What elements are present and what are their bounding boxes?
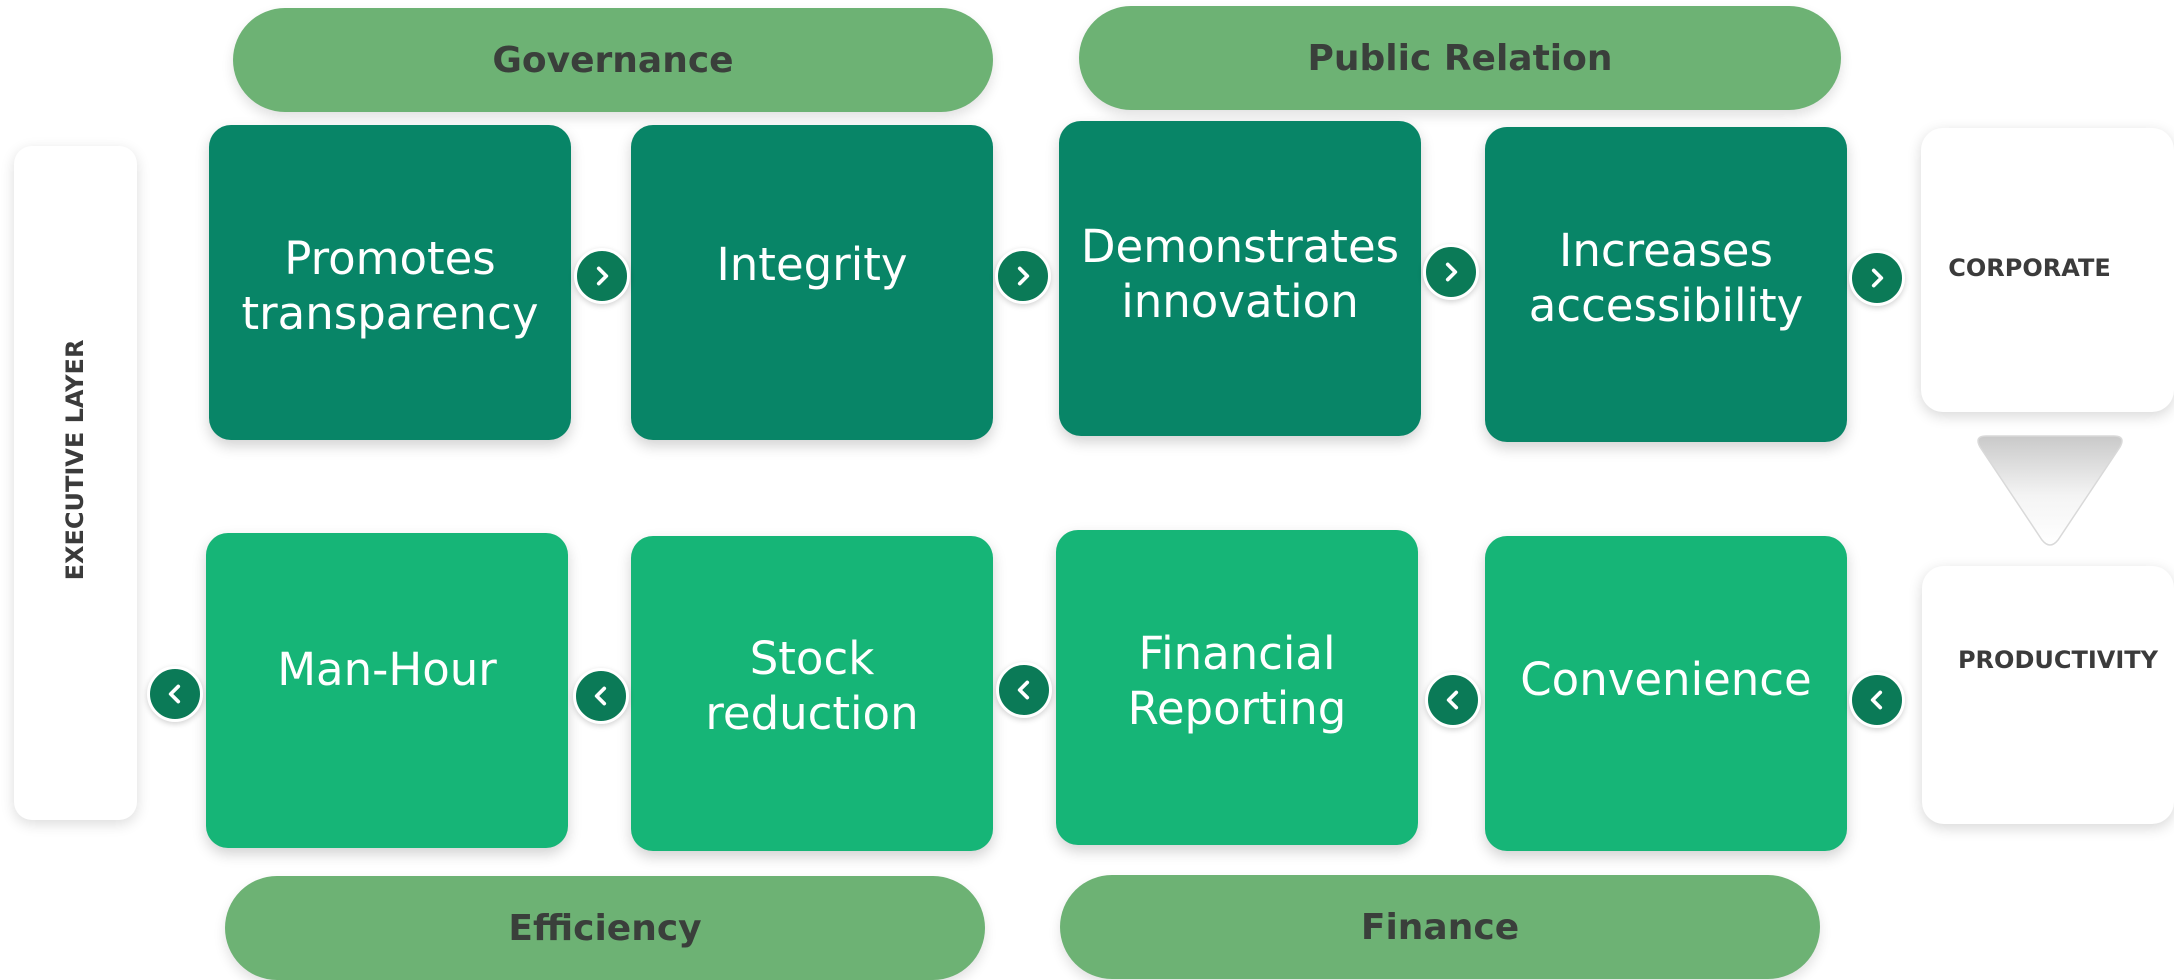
box-promotes-transparency: Promotes transparency xyxy=(209,125,571,440)
chevron-left-icon xyxy=(996,662,1052,718)
chevron-right-icon xyxy=(995,248,1051,304)
box-label: Increases accessibility xyxy=(1528,223,1804,332)
box-integrity: Integrity xyxy=(631,125,993,440)
corporate-card: CORPORATE xyxy=(1921,128,2174,412)
category-governance-label: Governance xyxy=(492,39,734,81)
chevron-right-icon xyxy=(1849,250,1905,306)
chevron-left-icon xyxy=(1849,672,1905,728)
box-label: Stock reduction xyxy=(705,631,919,740)
box-label: Promotes transparency xyxy=(241,231,539,340)
box-increases-accessibility: Increases accessibility xyxy=(1485,127,1847,442)
category-public-relation-label: Public Relation xyxy=(1307,37,1613,79)
box-label: Demonstrates innovation xyxy=(1080,219,1400,328)
box-man-hour: Man-Hour xyxy=(206,533,568,848)
category-finance-label: Finance xyxy=(1360,906,1520,948)
box-financial-reporting: Financial Reporting xyxy=(1056,530,1418,845)
chevron-right-icon xyxy=(574,248,630,304)
corporate-label: CORPORATE xyxy=(1948,254,2111,282)
productivity-label: PRODUCTIVITY xyxy=(1957,646,2159,674)
box-stock-reduction: Stock reduction xyxy=(631,536,993,851)
box-label: Financial Reporting xyxy=(1127,626,1347,735)
box-label: Integrity xyxy=(716,238,908,292)
box-demonstrates-innovation: Demonstrates innovation xyxy=(1059,121,1421,436)
chevron-left-icon xyxy=(573,668,629,724)
category-governance: Governance xyxy=(233,8,993,112)
category-public-relation: Public Relation xyxy=(1079,6,1841,110)
box-label: Convenience xyxy=(1520,653,1812,707)
executive-layer-card xyxy=(14,146,137,820)
triangle-down-icon xyxy=(1977,435,2123,546)
chevron-left-icon xyxy=(1425,672,1481,728)
chevron-right-icon xyxy=(1423,244,1479,300)
box-convenience: Convenience xyxy=(1485,536,1847,851)
box-label: Man-Hour xyxy=(277,643,497,697)
executive-layer-label: EXECUTIVE LAYER xyxy=(61,339,89,581)
productivity-card: PRODUCTIVITY xyxy=(1922,566,2174,824)
category-efficiency-label: Efficiency xyxy=(508,907,702,949)
category-efficiency: Efficiency xyxy=(225,876,985,980)
category-finance: Finance xyxy=(1060,875,1820,979)
chevron-left-icon xyxy=(147,666,203,722)
